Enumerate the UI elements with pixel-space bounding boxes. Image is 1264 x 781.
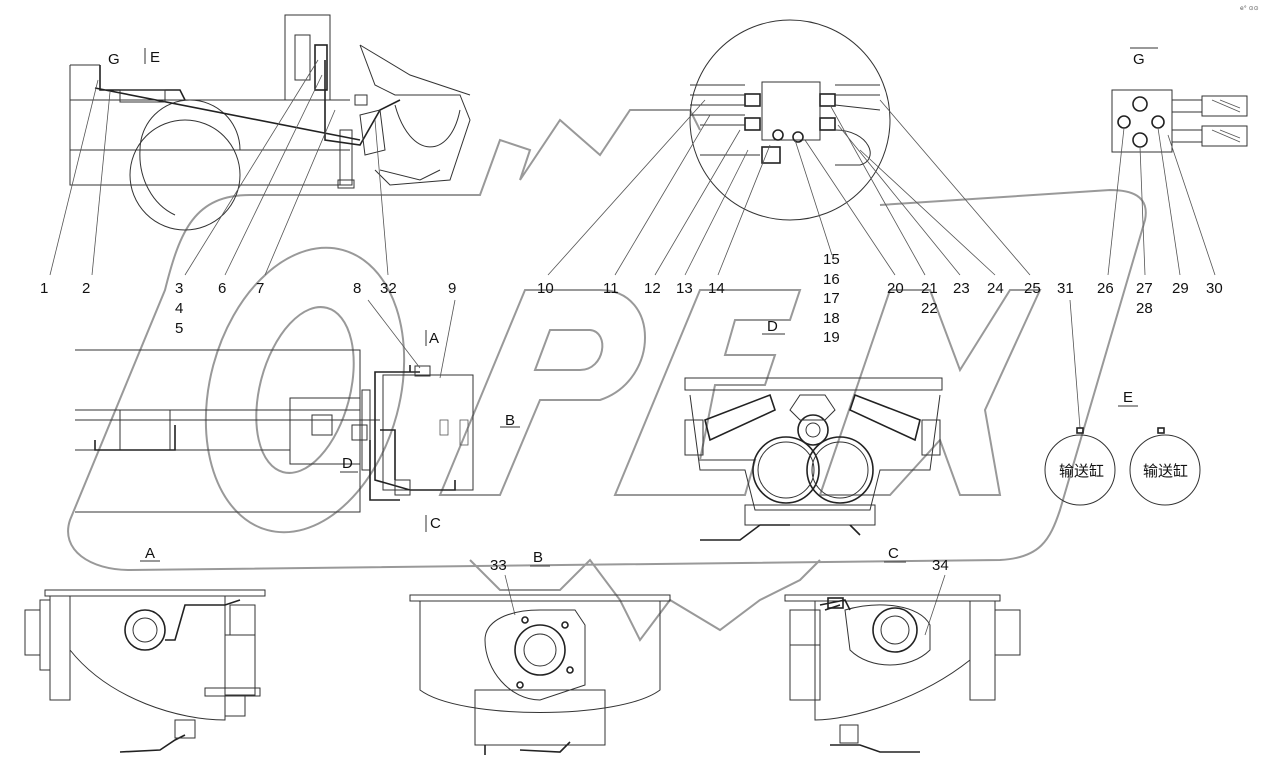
- callout-1: 1: [40, 280, 48, 297]
- callout-14: 14: [708, 280, 725, 297]
- callout-4: 4: [175, 300, 183, 317]
- callout-28: 28: [1136, 300, 1153, 317]
- callout-19: 19: [823, 329, 840, 346]
- callout-12: 12: [644, 280, 661, 297]
- callout-6: 6: [218, 280, 226, 297]
- view-marker-C-upper: C: [430, 515, 441, 532]
- view-B: [409, 594, 671, 755]
- callout-22: 22: [921, 300, 938, 317]
- view-marker-D-mid: D: [767, 318, 778, 335]
- callout-numbers: 1 2 3 4 5 6 7 32 8 9 10 11 12 13 14 15 1…: [40, 251, 1223, 346]
- view-marker-E-top: E: [150, 49, 160, 66]
- view-marker-A-upper: A: [429, 330, 439, 347]
- leader-lines-side: [49, 59, 389, 276]
- callout-24: 24: [987, 280, 1004, 297]
- view-marker-D-left: D: [342, 455, 353, 472]
- plan-view-frame: [75, 349, 474, 513]
- leader-lines-detail: [547, 99, 1031, 276]
- callout-33: 33: [490, 557, 507, 574]
- callout-16: 16: [823, 271, 840, 288]
- callout-10: 10: [537, 280, 554, 297]
- detail-circle-valve: [689, 19, 891, 221]
- view-marker-G-right: G: [1133, 51, 1145, 68]
- callout-11: 11: [603, 280, 619, 297]
- callout-5: 5: [175, 320, 183, 337]
- callout-20: 20: [887, 280, 904, 297]
- callout-18: 18: [823, 310, 840, 327]
- view-C: [784, 594, 1021, 753]
- callout-32: 32: [380, 280, 397, 297]
- side-view-machine: [69, 14, 471, 231]
- cylinder-label-left: 输送缸: [1059, 462, 1104, 480]
- callout-25: 25: [1024, 280, 1041, 297]
- callout-29: 29: [1172, 280, 1189, 297]
- watermark-outline: [67, 109, 1147, 642]
- callout-8: 8: [353, 280, 361, 297]
- view-D-section: [684, 377, 943, 541]
- callout-27: 27: [1136, 280, 1153, 297]
- view-marker-E-right: E: [1123, 389, 1133, 406]
- callout-30: 30: [1206, 280, 1223, 297]
- callout-7: 7: [256, 280, 264, 297]
- leader-line-31: [1069, 299, 1081, 429]
- corner-mark: e° ⊙⊙: [1240, 5, 1259, 12]
- conveying-cylinder-right: 输送缸: [1129, 427, 1201, 506]
- callout-21: 21: [921, 280, 938, 297]
- callout-2: 2: [82, 280, 90, 297]
- view-A: [24, 589, 266, 753]
- callout-9: 9: [448, 280, 456, 297]
- callout-13: 13: [676, 280, 693, 297]
- leader-line-34: [924, 574, 946, 636]
- callout-31: 31: [1057, 280, 1074, 297]
- cylinder-label-right: 输送缸: [1143, 462, 1188, 480]
- callout-17: 17: [823, 290, 840, 307]
- view-marker-B-bottom: B: [533, 549, 543, 566]
- leader-lines-valve: [1107, 127, 1216, 276]
- view-marker-C-bottom: C: [888, 545, 899, 562]
- conveying-cylinder-left: 输送缸: [1044, 427, 1116, 506]
- view-marker-B-upper: B: [505, 412, 515, 429]
- callout-15: 15: [823, 251, 840, 268]
- callout-34: 34: [932, 557, 949, 574]
- view-marker-A-bottom: A: [145, 545, 155, 562]
- callout-26: 26: [1097, 280, 1114, 297]
- callout-3: 3: [175, 280, 183, 297]
- valve-block-view-G: [1111, 89, 1248, 153]
- callout-23: 23: [953, 280, 970, 297]
- leader-lines-plan: [367, 299, 456, 379]
- view-marker-G-top: G: [108, 51, 120, 68]
